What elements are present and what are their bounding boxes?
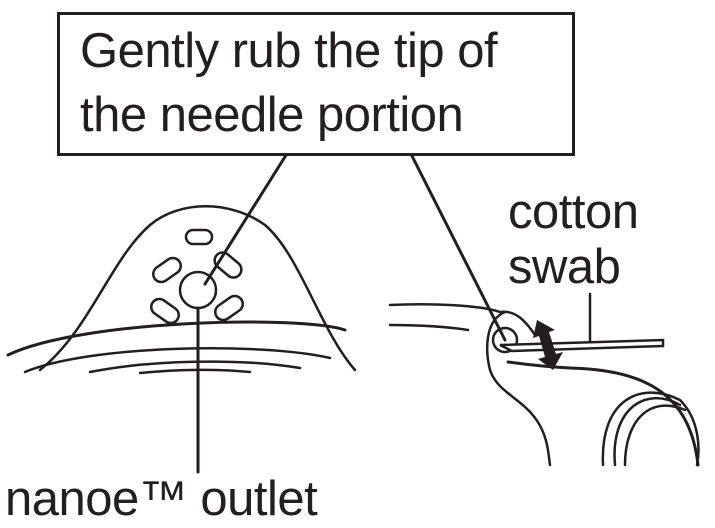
instruction-callout-box: [57, 12, 575, 156]
rub-direction-arrow-icon: [533, 320, 563, 370]
instruction-line-2: the needle portion: [80, 88, 464, 142]
cotton-swab-label-line-1: cotton: [508, 185, 639, 239]
leader-lines: [196, 150, 507, 474]
nanoe-device-side-view: [388, 303, 700, 467]
instruction-line-1: Gently rub the tip of: [80, 24, 498, 78]
cotton-swab: [499, 292, 665, 353]
nanoe-device-front-view: [6, 205, 357, 375]
cotton-swab-label-line-2: swab: [508, 240, 621, 294]
nanoe-outlet-label: nanoe™ outlet: [5, 472, 318, 526]
